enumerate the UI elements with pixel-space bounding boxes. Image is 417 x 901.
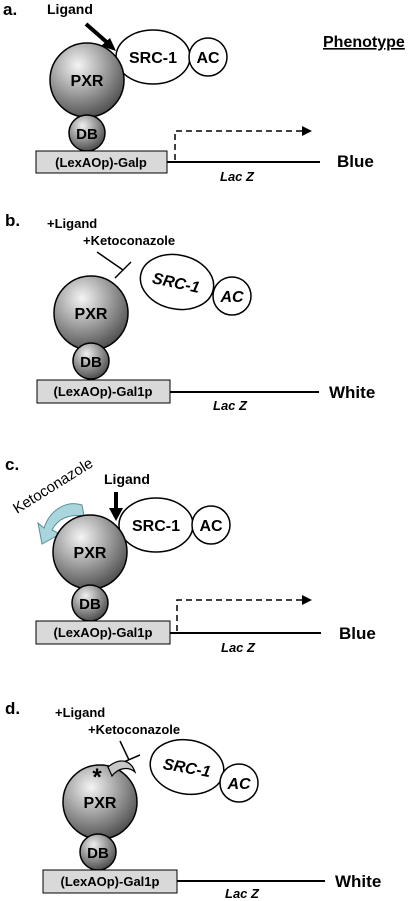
panel-d-promoter-label: (LexAOp)-Gal1p	[61, 874, 160, 889]
panel-d-db-label: DB	[87, 845, 109, 862]
panel-d-reporter-label: Lac Z	[225, 886, 260, 901]
panel-d-ac-circle	[219, 763, 259, 803]
panel-b-inhibition-stem	[96, 251, 124, 271]
panel-a-ac-circle	[188, 37, 228, 77]
panel-c-inhibitor-label: Ketoconazole	[10, 455, 96, 518]
panel-d-ketoconazole-moon	[107, 760, 137, 778]
panel-b-inhibitor-label: +Ketoconazole	[83, 233, 175, 248]
panel-b-ac-circle	[212, 276, 252, 316]
panel-d-inhibition-stem	[119, 740, 130, 761]
panel-c-ligand-arrowhead	[109, 508, 123, 521]
panel-c-reporter-label: Lac Z	[221, 640, 256, 655]
panel-d-inhibitor-label: +Ketoconazole	[88, 722, 180, 737]
panel-b-ac-label: AC	[219, 289, 244, 306]
panel-a-transcription-arrowhead	[302, 126, 312, 136]
panel-a-ac-label: AC	[196, 50, 220, 67]
panel-c-phenotype: Blue	[339, 624, 376, 643]
panel-d-ligand-label: +Ligand	[55, 705, 105, 720]
panel-b-db-sphere	[72, 342, 110, 380]
panel-c-transcription-arrow	[176, 599, 305, 631]
panel-a-pxr-label: PXR	[71, 73, 104, 90]
panel-b-reporter-label: Lac Z	[213, 398, 248, 413]
panel-c-db-label: DB	[79, 596, 101, 613]
panel-b-src1-oval	[139, 253, 215, 311]
phenotype-header: Phenotype	[323, 34, 405, 51]
panel-c-ketoconazole-arrow	[37, 503, 85, 545]
panel-a-ligand-arrow	[84, 22, 112, 47]
panel-c-pxr-label: PXR	[74, 545, 107, 562]
panel-c-transcription-arrowhead	[302, 595, 312, 605]
panel-d: d. +Ligand +Ketoconazole SRC-1 AC PXR * …	[5, 699, 381, 901]
panel-b-inhibition-bar	[114, 261, 132, 279]
panel-a-promoter-label: (LexAOp)-Galp	[55, 155, 147, 170]
panel-b: b. +Ligand +Ketoconazole SRC-1 AC PXR DB…	[5, 211, 375, 413]
panel-d-pxr-label: PXR	[84, 795, 117, 812]
panel-c: c. Ketoconazole Ligand * SRC-1 AC PXR DB…	[5, 455, 376, 655]
panel-a-ligand-arrowhead	[101, 38, 116, 51]
panel-d-phenotype: White	[335, 872, 381, 891]
panel-c-letter: c.	[5, 455, 19, 474]
panel-b-pxr-label: PXR	[75, 306, 108, 323]
panel-a-transcription-arrow	[174, 130, 306, 160]
panel-c-ac-circle	[191, 505, 231, 545]
panel-d-letter: d.	[5, 699, 20, 718]
panel-d-site-marker: *	[92, 764, 102, 791]
panel-c-src1-label: SRC-1	[132, 518, 180, 535]
panel-a: a. Ligand SRC-1 AC PXR DB (LexAOp)-Galp …	[3, 0, 374, 184]
panel-a-db-label: DB	[76, 126, 98, 143]
panel-b-phenotype: White	[329, 383, 375, 402]
panel-c-ligand-label: Ligand	[104, 471, 150, 487]
panel-c-promoter-label: (LexAOp)-Gal1p	[54, 625, 153, 640]
panel-a-ligand-label: Ligand	[47, 1, 93, 17]
panel-a-reporter-label: Lac Z	[220, 169, 255, 184]
panel-c-ac-label: AC	[199, 518, 223, 535]
panel-a-phenotype: Blue	[337, 152, 374, 171]
panel-b-promoter-label: (LexAOp)-Gal1p	[54, 384, 153, 399]
panel-b-db-label: DB	[80, 354, 102, 371]
panel-a-letter: a.	[3, 0, 17, 19]
panel-b-ligand-label: +Ligand	[47, 216, 97, 231]
panel-b-letter: b.	[5, 211, 20, 230]
panel-a-src1-label: SRC-1	[129, 50, 177, 67]
panel-d-ac-label: AC	[226, 776, 251, 793]
